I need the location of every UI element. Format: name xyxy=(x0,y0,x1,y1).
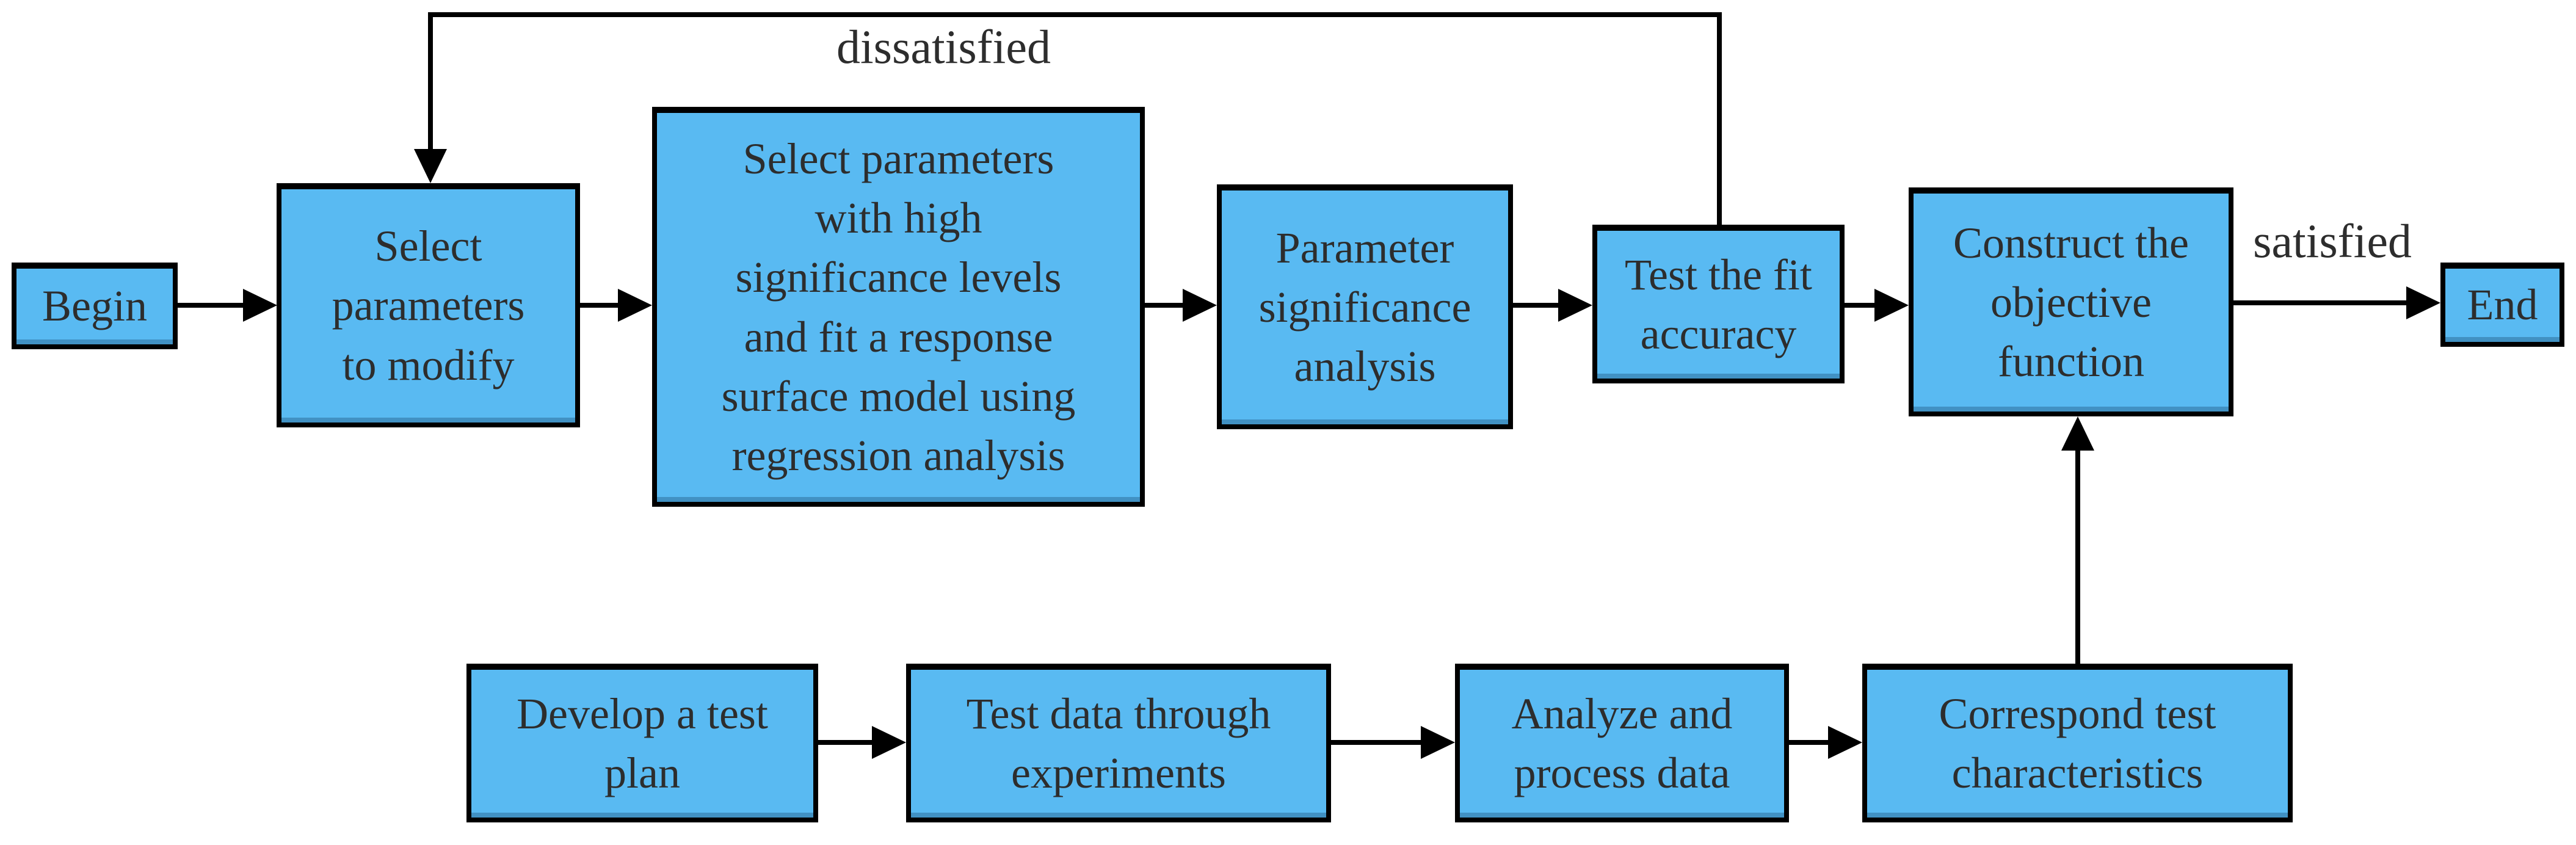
arrowhead-test-data-to-analyze-icon xyxy=(1421,726,1455,759)
edge-label-dissatisfied: dissatisfied xyxy=(836,20,1051,73)
node-fit-response-surface-model: Select parameters with high significance… xyxy=(652,107,1145,507)
arrow-select-to-fit-model xyxy=(580,303,619,308)
arrowhead-test-fit-to-construct-objective-icon xyxy=(1874,289,1909,322)
arrow-analyze-to-correspond xyxy=(1789,740,1829,745)
node-select-parameters-to-modify: Select parameters to modify xyxy=(277,183,580,427)
node-analyze-process-data: Analyze and process data xyxy=(1455,664,1789,822)
arrow-fit-model-to-parameter-significance xyxy=(1145,303,1183,308)
node-develop-test-plan: Develop a test plan xyxy=(466,664,818,822)
arrowhead-loop-to-select-parameters-icon xyxy=(414,149,447,183)
node-construct-objective-function: Construct the objective function xyxy=(1909,187,2233,416)
arrow-test-fit-to-construct-objective xyxy=(1845,303,1875,308)
node-end: End xyxy=(2440,263,2564,347)
arrow-correspond-to-construct-objective xyxy=(2075,447,2080,664)
arrow-test-data-to-analyze xyxy=(1331,740,1421,745)
arrowhead-analyze-to-correspond-icon xyxy=(1828,726,1862,759)
arrowhead-select-to-fit-model-icon xyxy=(618,289,652,322)
arrowhead-construct-objective-to-end-icon xyxy=(2406,286,2440,319)
arrow-parameter-significance-to-test-fit xyxy=(1513,303,1559,308)
node-correspond-test-characteristics: Correspond test characteristics xyxy=(1862,664,2293,822)
arrowhead-correspond-to-construct-objective-icon xyxy=(2061,416,2094,451)
arrowhead-parameter-significance-to-test-fit-icon xyxy=(1558,289,1592,322)
arrow-construct-objective-to-end xyxy=(2233,300,2407,305)
node-test-fit-accuracy: Test the fit accuracy xyxy=(1592,225,1845,383)
loop-line-left-segment xyxy=(428,12,433,150)
edge-label-satisfied: satisfied xyxy=(2253,214,2412,267)
loop-line-top-segment xyxy=(428,12,1722,17)
node-begin: Begin xyxy=(12,263,178,349)
loop-line-right-segment xyxy=(1717,12,1722,225)
arrowhead-develop-plan-to-test-data-icon xyxy=(872,726,906,759)
arrow-begin-to-select xyxy=(173,303,244,308)
node-test-data-through-experiments: Test data through experiments xyxy=(906,664,1331,822)
arrowhead-fit-model-to-parameter-significance-icon xyxy=(1183,289,1217,322)
arrowhead-begin-to-select-icon xyxy=(243,289,277,322)
node-parameter-significance-analysis: Parameter significance analysis xyxy=(1217,184,1513,429)
arrow-develop-plan-to-test-data xyxy=(818,740,873,745)
